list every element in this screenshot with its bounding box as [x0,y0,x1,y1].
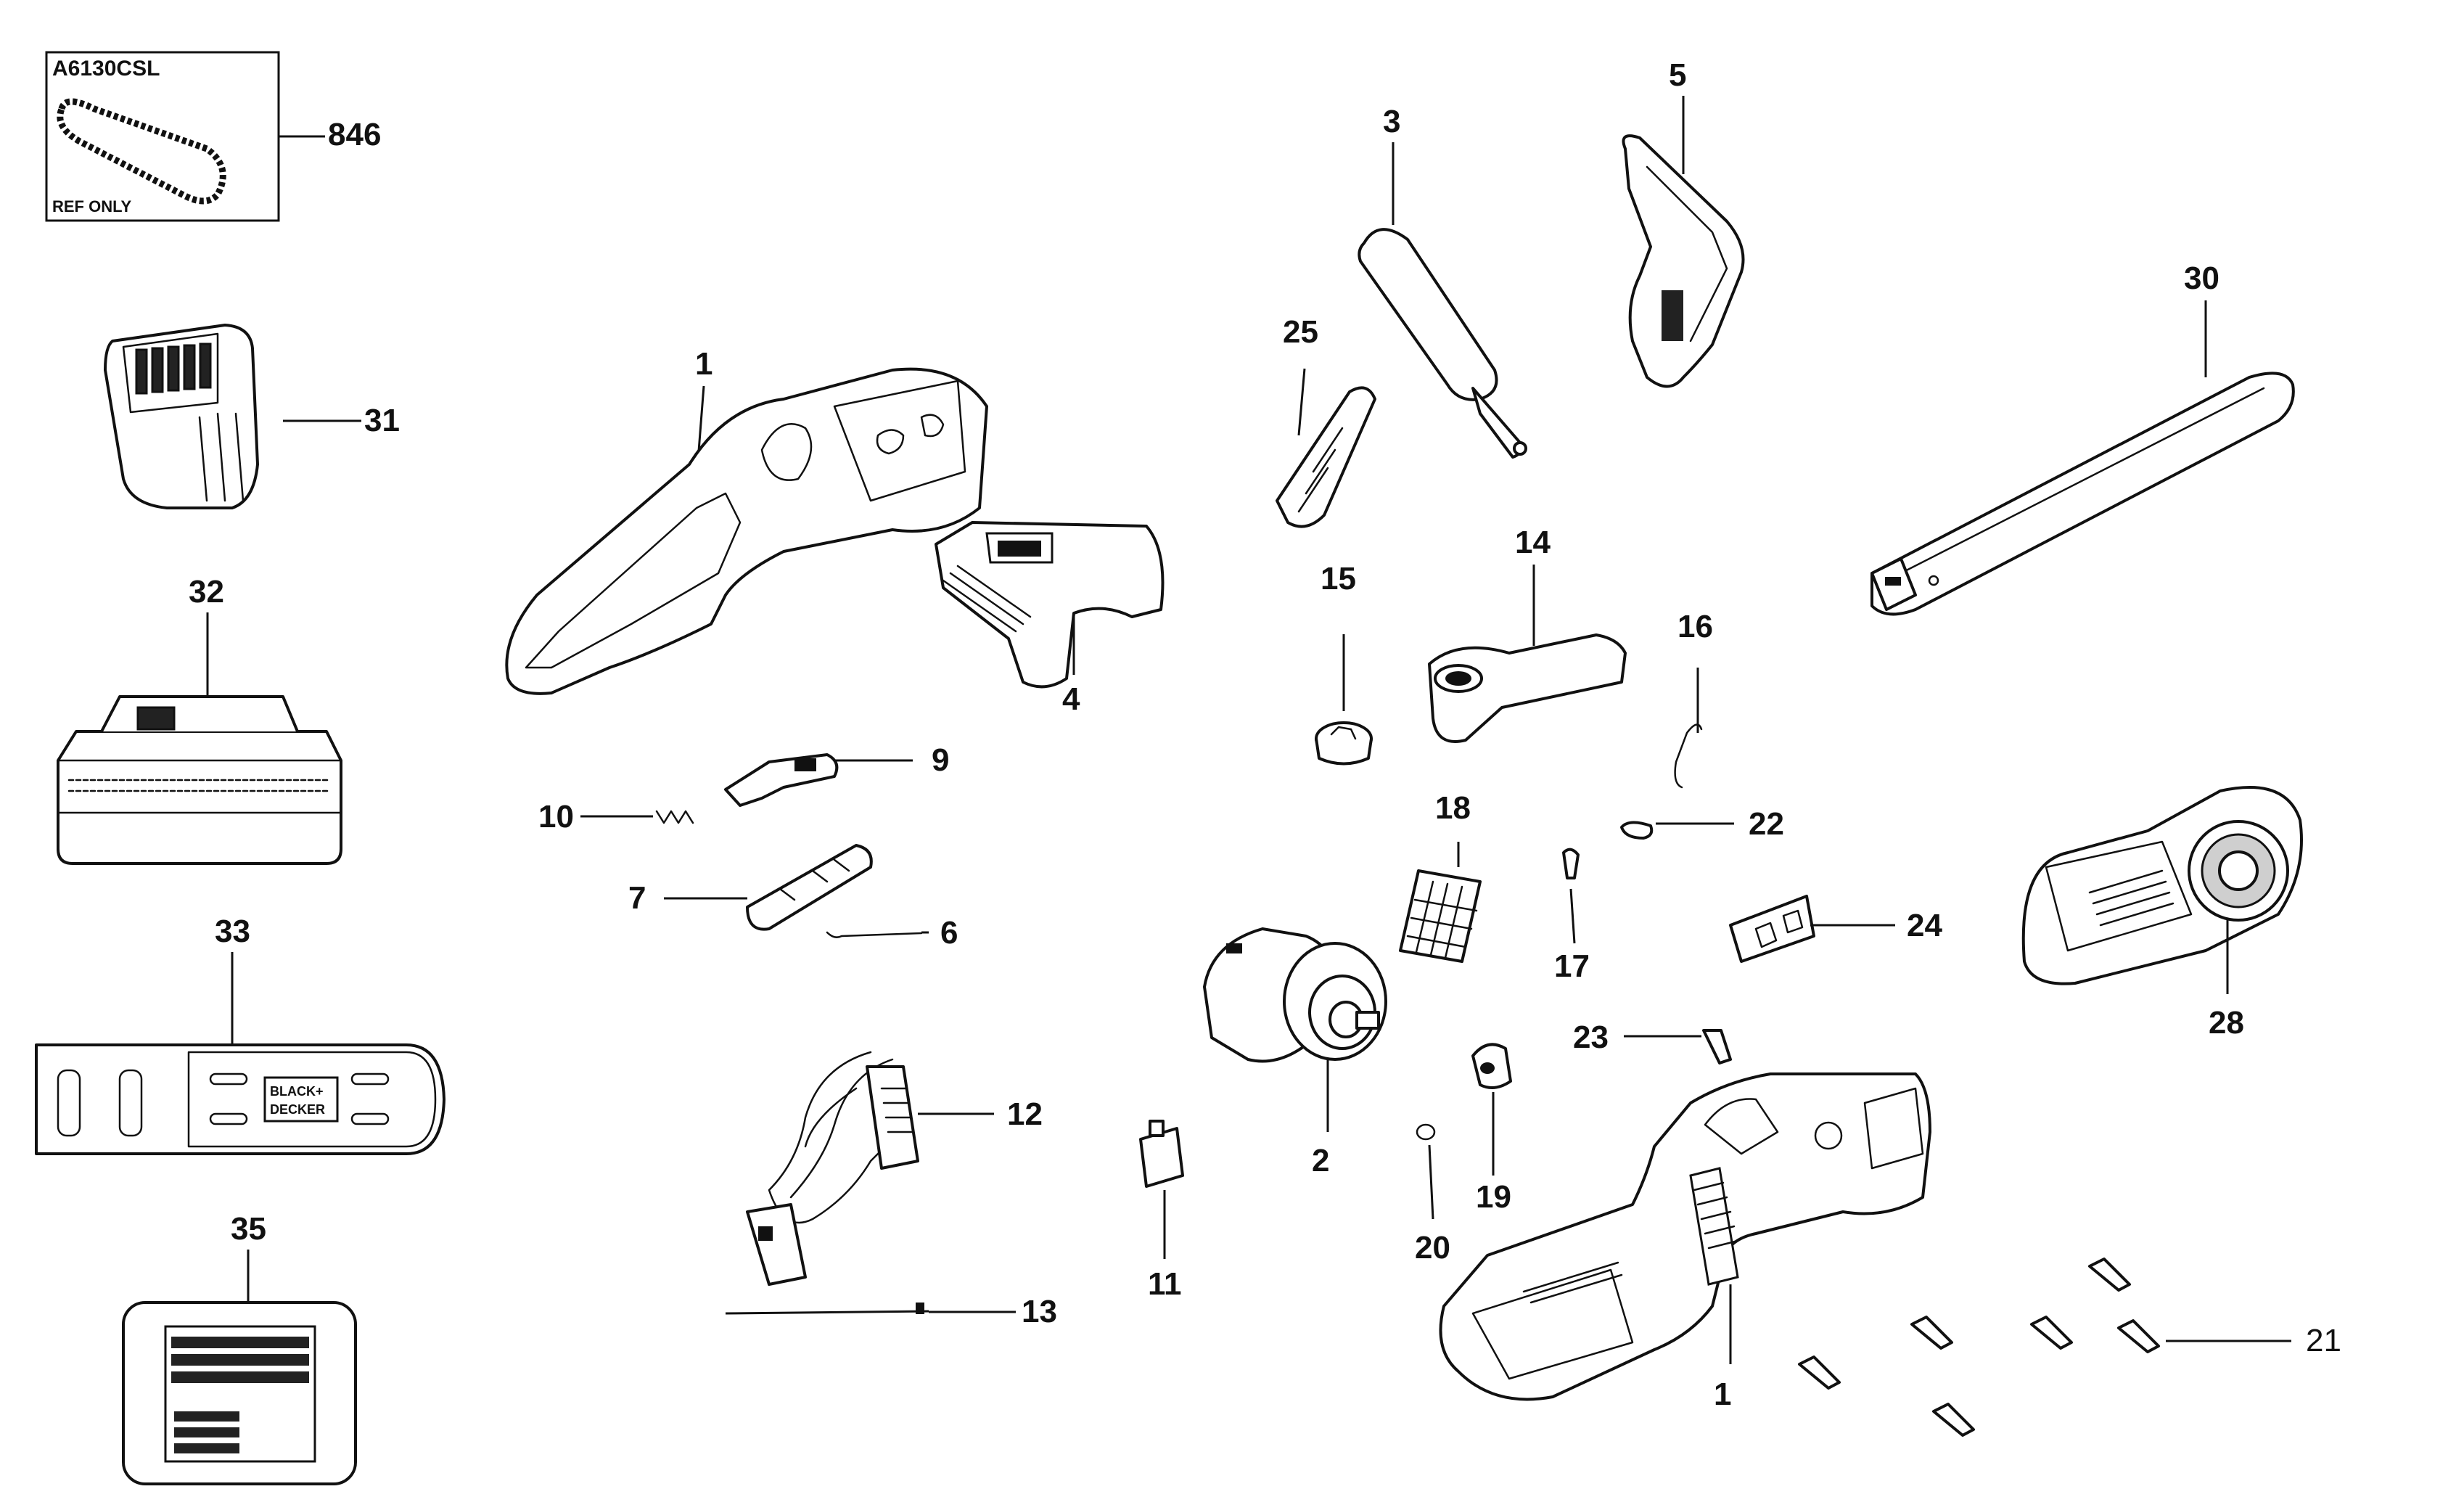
oil-cap: 15 [1315,561,1373,766]
brand-logo: BLACK+ DECKER [263,1076,339,1123]
oil-lever: 14 [1428,525,1627,743]
rating-label: 35 [122,1211,357,1485]
callout-28: 28 [2209,1005,2244,1041]
callout-19: 19 [1476,1179,1511,1215]
callout-23: 23 [1573,1020,1609,1055]
spring-22: 22 [1620,806,1784,842]
battery-charger: 32 [57,574,342,865]
hand-guard: 5 [1622,57,1745,388]
callout-9: 9 [932,742,949,778]
model-number: A6130CSL [52,57,160,81]
callout-20: 20 [1415,1230,1450,1266]
front-handle: 3 [1358,104,1527,459]
callout-16: 16 [1677,609,1713,644]
saw-chain-loop [57,98,226,205]
callout-14: 14 [1515,525,1551,560]
callout-3: 3 [1383,104,1400,139]
filter-screen: 18 [1399,790,1482,963]
pin: 17 [1554,848,1590,984]
callout-22: 22 [1749,806,1784,842]
callout-7: 7 [628,880,646,916]
sprocket-cover: 28 [2021,786,2303,1041]
lock-off-button: 9 [724,742,949,807]
housing-left-half: 1 [505,346,988,695]
wire-clip: 16 [1674,609,1713,789]
callout-4: 4 [1062,681,1080,717]
callout-32: 32 [189,574,224,610]
screws-set: 21 [1798,1258,2341,1437]
callout-18: 18 [1435,790,1471,826]
callout-5: 5 [1669,57,1686,93]
callout-21: 21 [2306,1323,2341,1358]
cable-tie: 13 [725,1294,1057,1329]
terminal-block: 11 [1139,1120,1184,1302]
callout-25: 25 [1283,314,1318,350]
model-reference-box: A6130CSL REF ONLY 846 [45,51,381,222]
housing-right-half: 1 [1439,1072,1931,1412]
adjuster-plate: 24 [1729,895,1942,963]
screw-23: 23 [1573,1020,1732,1065]
callout-2: 2 [1312,1143,1329,1178]
callout-11: 11 [1148,1266,1182,1302]
callout-30: 30 [2184,261,2219,296]
switch-lock: 7 [628,844,873,931]
callout-35: 35 [231,1211,266,1247]
callout-6: 6 [940,915,958,951]
callout-31: 31 [364,403,400,438]
callout-33: 33 [215,914,250,949]
svg-text:BLACK+: BLACK+ [270,1084,324,1099]
callout-846: 846 [328,117,381,152]
ref-only-note: REF ONLY [52,197,132,216]
callout-1-bottom: 1 [1714,1377,1731,1412]
retaining-ring: 20 [1415,1123,1450,1266]
callout-17: 17 [1554,948,1590,984]
motor-cover: 4 [935,521,1165,717]
spring-6: 6 [826,915,958,951]
guide-bar: 30 [1870,261,2295,616]
callout-15: 15 [1321,561,1356,596]
callout-24: 24 [1907,908,1942,943]
bushing: 19 [1471,1043,1512,1215]
callout-12: 12 [1007,1096,1043,1132]
bar-cover: 33 BLACK+ DECKER [35,914,445,1155]
wire-harness: 12 [746,1051,1043,1286]
trigger: 25 [1276,314,1376,528]
motor-gearbox: 2 [1203,927,1387,1178]
callout-1-top: 1 [695,346,712,382]
spring-10: 10 [538,799,694,834]
svg-text:DECKER: DECKER [270,1102,325,1117]
callout-13: 13 [1022,1294,1057,1329]
battery-pack: 31 [104,324,400,509]
callout-10: 10 [538,799,574,834]
